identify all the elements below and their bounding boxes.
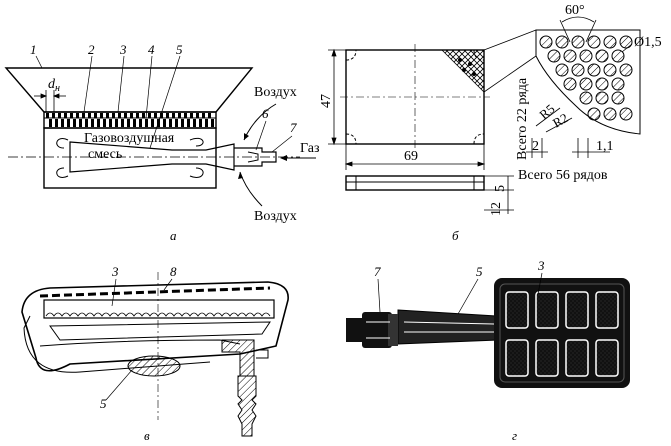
air-label-bottom: Воздух: [254, 209, 297, 224]
air-label-top: Воздух: [254, 85, 297, 100]
hole-pattern-detail: 60° Ø1,5: [483, 3, 662, 135]
reflector-grid: [39, 286, 271, 298]
flow-arrow-right-bottom: [189, 167, 204, 178]
panel-v-burner-section: 3 8 5 в: [21, 264, 289, 443]
gas-elbow: [221, 339, 255, 377]
dim-47-label: 47: [319, 94, 334, 108]
small-dims: [526, 138, 610, 158]
mixer-tube: [69, 141, 235, 173]
callout-v-3-leader: [111, 278, 117, 307]
nozzle-body: [346, 318, 364, 342]
gas-label: Газ: [300, 141, 320, 156]
callout-6: 6: [262, 106, 269, 121]
air-arrow-top: [243, 103, 277, 141]
dim-5-label: 5: [493, 185, 508, 192]
mixture-label-line1: Газовоздушная: [84, 131, 175, 146]
panel-g-label: г: [512, 428, 517, 443]
panel-g-burner-view: 7 5 3 г: [346, 258, 630, 443]
hole-diameter-leader: [621, 43, 633, 53]
distribution-chamber: [43, 127, 217, 189]
ceramic-tiles: [43, 299, 275, 319]
rows-56-label: Всего 56 рядов: [518, 168, 608, 183]
zoom-leader: [483, 29, 537, 51]
dim-12-label: 12: [489, 202, 504, 216]
side-pipe: [256, 349, 269, 359]
callout-4: 4: [148, 42, 155, 57]
callout-v-8-leader: [163, 278, 173, 291]
air-arrow-bottom: [239, 171, 263, 207]
burner-tube: [397, 309, 499, 345]
r2-label: R2: [550, 110, 571, 131]
support-wire: [23, 315, 211, 373]
dim-1-1-label: 1,1: [596, 139, 614, 154]
flow-arrow-left-bottom: [56, 167, 69, 178]
gas-nozzle: [234, 147, 277, 167]
tile-side-view: [345, 175, 485, 191]
ceramic-tile-grid: [505, 291, 619, 377]
callout-3: 3: [119, 42, 127, 57]
callout-leaders: [35, 55, 293, 153]
panel-b-tile-drawing: 47 69 5 12: [319, 3, 662, 243]
r5-label: R5: [536, 101, 557, 122]
ceramic-plate-blocks: [46, 113, 214, 127]
callout-7: 7: [290, 120, 297, 135]
callout-v-8: 8: [170, 264, 177, 279]
rows-22-label: Всего 22 ряда: [515, 77, 530, 160]
burner-shell: [21, 281, 289, 372]
dimension-47: [328, 48, 346, 146]
tile-corner-notches: [345, 49, 485, 145]
radiant-panel-inner: [499, 283, 625, 383]
dimension-69: [344, 144, 486, 170]
panel-v-label: в: [144, 428, 150, 443]
detail-boundary: [535, 29, 641, 135]
panel-a-burner-scheme: dн 1 2 3 4 5 6 7 Газовоздушная смесь Воз…: [4, 42, 320, 243]
dim-2-label: 2: [532, 139, 539, 154]
mixture-label-line2: смесь: [88, 147, 122, 162]
dim-69-label: 69: [404, 149, 418, 164]
distribution-plate: [49, 321, 271, 341]
hole-circles: [539, 35, 633, 121]
nozzle-tip: [247, 151, 259, 163]
flow-arrow-left-top: [56, 138, 69, 149]
angle-60-marker: [559, 16, 597, 43]
dimension-5-12: [484, 175, 514, 214]
tile-side-feet: [346, 176, 484, 190]
panel-b-label: б: [452, 228, 459, 243]
gas-fitting: [237, 375, 257, 437]
angle-60-label: 60°: [565, 3, 585, 18]
callout-g-7-leader: [377, 278, 381, 313]
hole-diameter-label: Ø1,5: [634, 35, 662, 50]
callout-g-3: 3: [537, 258, 545, 273]
callout-1: 1: [30, 42, 37, 57]
tile-holes: [458, 58, 476, 76]
mixer-tube-section: [39, 339, 241, 347]
callout-5: 5: [176, 42, 183, 57]
flow-arrow-right-top: [189, 137, 204, 147]
callout-g-7: 7: [374, 264, 381, 279]
nozzle-threads: [366, 321, 390, 339]
callout-v-5: 5: [100, 396, 107, 411]
panel-a-label: а: [170, 228, 177, 243]
nozzle-nut: [362, 312, 392, 348]
radius-annotations: [535, 107, 573, 133]
zoom-leader-2: [483, 55, 537, 93]
tube-highlights: [403, 321, 495, 333]
callout-g-5: 5: [476, 264, 483, 279]
dn-label: dн: [48, 77, 60, 94]
callout-2: 2: [88, 42, 95, 57]
callout-g-3-leader: [537, 272, 543, 295]
dimension-dn: [34, 90, 66, 112]
callout-v-5-leader: [105, 369, 133, 401]
nozzle-ring: [388, 314, 398, 346]
funnel-outline: [4, 67, 254, 113]
tile-centerlines: [340, 44, 490, 150]
callout-v-3: 3: [111, 264, 119, 279]
callout-g-5-leader: [457, 278, 479, 315]
